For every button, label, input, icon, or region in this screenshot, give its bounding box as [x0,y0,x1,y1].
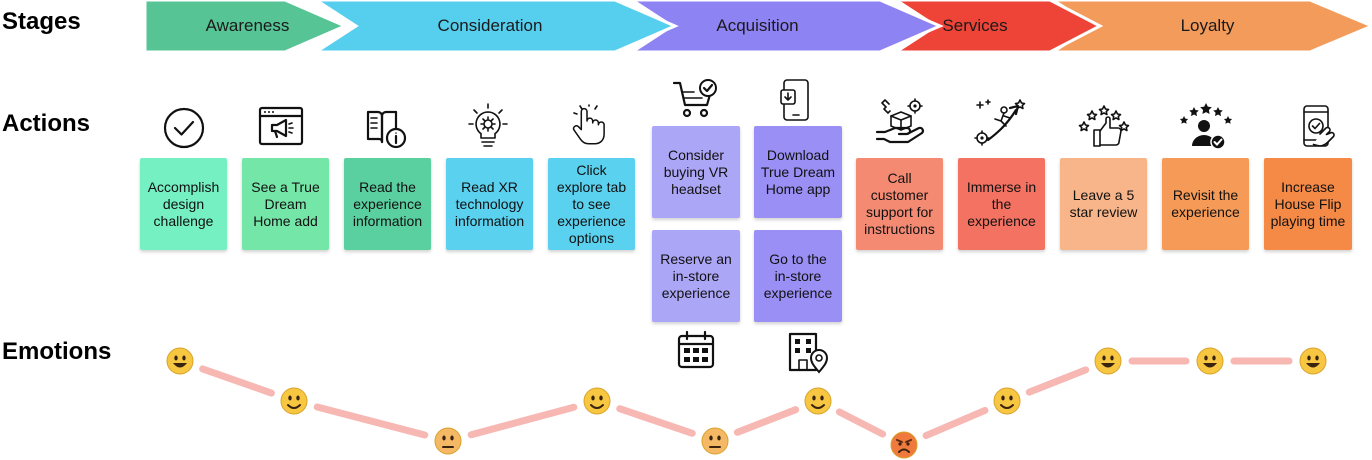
stage-label-awareness: Awareness [205,16,290,35]
action-text: Read the experience information [352,178,423,229]
stage-label-services: Services [942,16,1008,35]
emotion-content-icon [804,387,832,415]
phone-hand-icon [1296,104,1340,159]
emotion-connector [835,408,887,438]
action-sticky-note: Leave a 5 star review [1060,158,1147,250]
action-text: Revisit the experience [1171,187,1240,220]
action-sticky-note: Consider buying VR headset [652,126,740,218]
thumbs-up-stars-icon [1076,104,1132,159]
action-text: Increase House Flip playing time [1270,178,1346,229]
action-sticky-note: Click explore tab to see experience opti… [548,158,635,250]
emotion-connector [616,405,696,437]
action-text: Read XR technology information [454,178,525,229]
action-text: See a True Dream Home add [251,178,320,229]
cart-check-icon [672,78,720,127]
emotion-content-icon [993,387,1021,415]
emotion-content-icon [583,387,611,415]
emotion-connector [1025,366,1090,396]
phone-download-icon [778,78,814,127]
action-text: Consider buying VR headset [663,146,729,197]
emotion-angry-icon [890,431,918,459]
emotion-connector [467,403,578,439]
action-sticky-note: Increase House Flip playing time [1264,158,1352,250]
emotion-happy-icon [1094,347,1122,375]
hand-box-support-icon [873,98,929,153]
action-sticky-note: Accomplish design challenge [140,158,227,250]
browser-megaphone-icon [257,104,305,153]
action-text: Leave a 5 star review [1069,187,1138,220]
lightbulb-gear-icon [466,102,510,155]
stage-chevron-consideration [310,0,679,54]
action-sticky-note: Reserve an in-store experience [652,230,740,322]
calendar-icon [676,330,716,375]
action-sticky-note: Go to the in-store experience [754,230,842,322]
success-climb-icon [972,96,1028,153]
emotion-connector [313,403,429,439]
emotion-connector [733,406,800,436]
book-info-icon [362,104,410,157]
actions-row-label: Actions [2,110,91,137]
action-sticky-note: Call customer support for instructions [856,158,943,250]
emotion-neutral-icon [434,427,462,455]
emotion-content-icon [280,387,308,415]
emotion-happy-icon [1299,347,1327,375]
user-stars-icon [1178,102,1234,157]
emotion-connector [922,406,989,440]
action-text: Immerse in the experience [966,178,1037,229]
stages-row-label: Stages [2,8,81,35]
action-sticky-note: Revisit the experience [1162,158,1249,250]
stage-label-acquisition: Acquisition [716,16,799,35]
action-sticky-note: Download True Dream Home app [754,126,842,218]
stage-label-consideration: Consideration [437,16,543,35]
action-text: Reserve an in-store experience [660,250,732,301]
emotion-neutral-icon [701,427,729,455]
action-sticky-note: Read XR technology information [446,158,533,250]
pointer-click-icon [571,104,611,157]
action-text: Call customer support for instructions [864,170,935,237]
emotion-connector [199,365,275,397]
action-sticky-note: See a True Dream Home add [242,158,329,250]
check-circle-icon [162,106,206,155]
action-text: Download True Dream Home app [760,146,836,197]
stage-chevron-awareness [143,0,349,54]
stages-band [143,0,1372,54]
store-location-icon [785,330,829,379]
stage-label-loyalty: Loyalty [1180,16,1235,35]
action-sticky-note: Immerse in the experience [958,158,1045,250]
emotion-happy-icon [166,347,194,375]
action-sticky-note: Read the experience information [344,158,431,250]
emotions-row-label: Emotions [2,338,112,365]
emotion-happy-icon [1196,347,1224,375]
action-text: Accomplish design challenge [147,178,220,229]
action-text: Go to the in-store experience [763,250,833,301]
action-text: Click explore tab to see experience opti… [556,161,627,246]
